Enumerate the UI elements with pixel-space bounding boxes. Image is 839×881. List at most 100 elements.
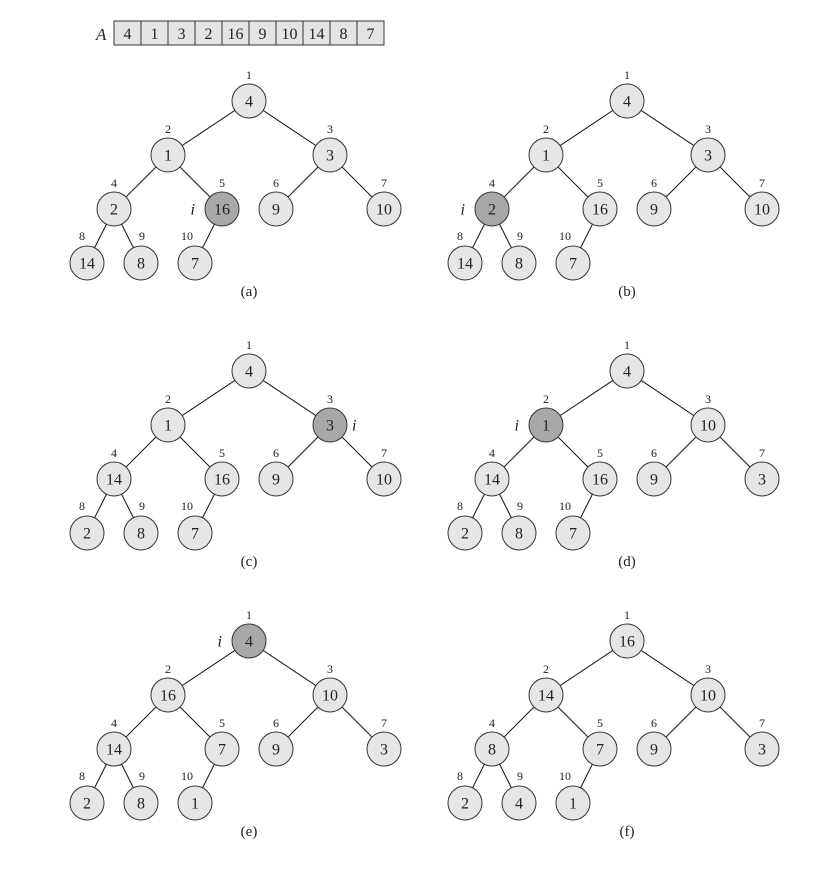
node-circle: [96, 191, 132, 227]
node-circle: [555, 785, 591, 821]
node-index: 5: [219, 446, 225, 460]
tree-node: 49: [501, 769, 537, 821]
tree-node: 110: [555, 769, 591, 821]
array-cell: 14: [302, 20, 331, 46]
array-cell-value: 14: [309, 26, 325, 43]
tree-edge: [262, 379, 317, 417]
node-value: 10: [376, 202, 392, 219]
node-value: 7: [596, 742, 604, 759]
tree-node: 41: [231, 608, 267, 659]
array-cell-value: 1: [151, 26, 159, 43]
node-circle: [690, 677, 726, 713]
panel-caption: (a): [241, 284, 258, 300]
node-index: 8: [457, 499, 463, 513]
node-value: 4: [245, 94, 253, 111]
node-index: 2: [543, 662, 549, 676]
node-value: 8: [137, 256, 145, 273]
tree-node: 162: [150, 662, 186, 713]
node-index: 7: [381, 176, 387, 190]
node-circle: [609, 623, 645, 659]
tree-edge: [202, 763, 215, 789]
tree-node: 144: [474, 446, 510, 497]
node-index: 2: [165, 122, 171, 136]
tree-edge: [499, 763, 512, 789]
tree-node: 96: [636, 446, 672, 497]
node-value: 3: [704, 148, 712, 165]
array-cell: 1: [140, 20, 169, 46]
node-index: 1: [624, 68, 630, 82]
tree-edge: [94, 223, 107, 249]
node-index: 4: [489, 446, 495, 460]
tree-edge: [181, 379, 236, 417]
tree-node: 28: [69, 769, 105, 821]
pointer-i-label: i: [218, 634, 222, 651]
node-value: 1: [164, 418, 172, 435]
tree-edge: [202, 223, 215, 249]
node-circle: [744, 191, 780, 227]
node-value: 9: [650, 202, 658, 219]
node-value: 4: [515, 796, 523, 813]
node-index: 1: [246, 338, 252, 352]
node-index: 3: [327, 392, 333, 406]
node-value: 2: [461, 526, 469, 543]
node-circle: [123, 245, 159, 281]
tree-edge: [499, 223, 512, 249]
node-index: 9: [517, 769, 523, 783]
array-cell-value: 9: [259, 26, 267, 43]
tree-edge: [640, 109, 695, 147]
node-circle: [528, 677, 564, 713]
highlighted-node-circle: [204, 191, 240, 227]
node-value: 7: [218, 742, 226, 759]
node-value: 3: [326, 148, 334, 165]
tree-node: 96: [258, 176, 294, 227]
tree-edge: [472, 223, 485, 249]
tree-node: 89: [123, 499, 159, 551]
tree-edge: [503, 436, 535, 468]
node-index: 9: [139, 769, 145, 783]
node-circle: [150, 137, 186, 173]
tree-node: 33: [690, 122, 726, 173]
node-index: 7: [759, 446, 765, 460]
array-cell-value: 10: [282, 26, 298, 43]
node-index: 3: [327, 662, 333, 676]
tree-edge: [121, 493, 134, 519]
array-cell-value: 7: [367, 26, 375, 43]
tree-node: 161: [609, 608, 645, 659]
node-circle: [474, 731, 510, 767]
node-index: 5: [597, 176, 603, 190]
highlighted-node-circle: [312, 407, 348, 443]
node-value: 16: [592, 472, 608, 489]
node-circle: [258, 461, 294, 497]
node-value: 9: [272, 742, 280, 759]
tree-edge: [125, 166, 157, 198]
node-value: 7: [191, 526, 199, 543]
tree-edge: [181, 649, 236, 687]
tree-node: 165: [582, 176, 618, 227]
tree-node: 89: [501, 229, 537, 281]
node-value: 3: [758, 472, 766, 489]
node-circle: [744, 731, 780, 767]
node-circle: [150, 677, 186, 713]
tree-node: 84: [474, 716, 510, 767]
tree-node: 24: [96, 176, 132, 227]
node-index: 2: [165, 662, 171, 676]
tree-node: 12: [150, 392, 186, 443]
node-value: 3: [380, 742, 388, 759]
node-index: 1: [624, 608, 630, 622]
tree-edge: [94, 763, 107, 789]
pointer-i-label: i: [515, 418, 519, 435]
tree-edge: [287, 166, 319, 198]
node-circle: [447, 515, 483, 551]
node-circle: [636, 191, 672, 227]
node-circle: [204, 461, 240, 497]
node-index: 8: [457, 769, 463, 783]
node-value: 3: [758, 742, 766, 759]
node-circle: [528, 137, 564, 173]
tree-edge: [719, 436, 751, 468]
node-circle: [366, 461, 402, 497]
tree-edge: [179, 706, 211, 738]
